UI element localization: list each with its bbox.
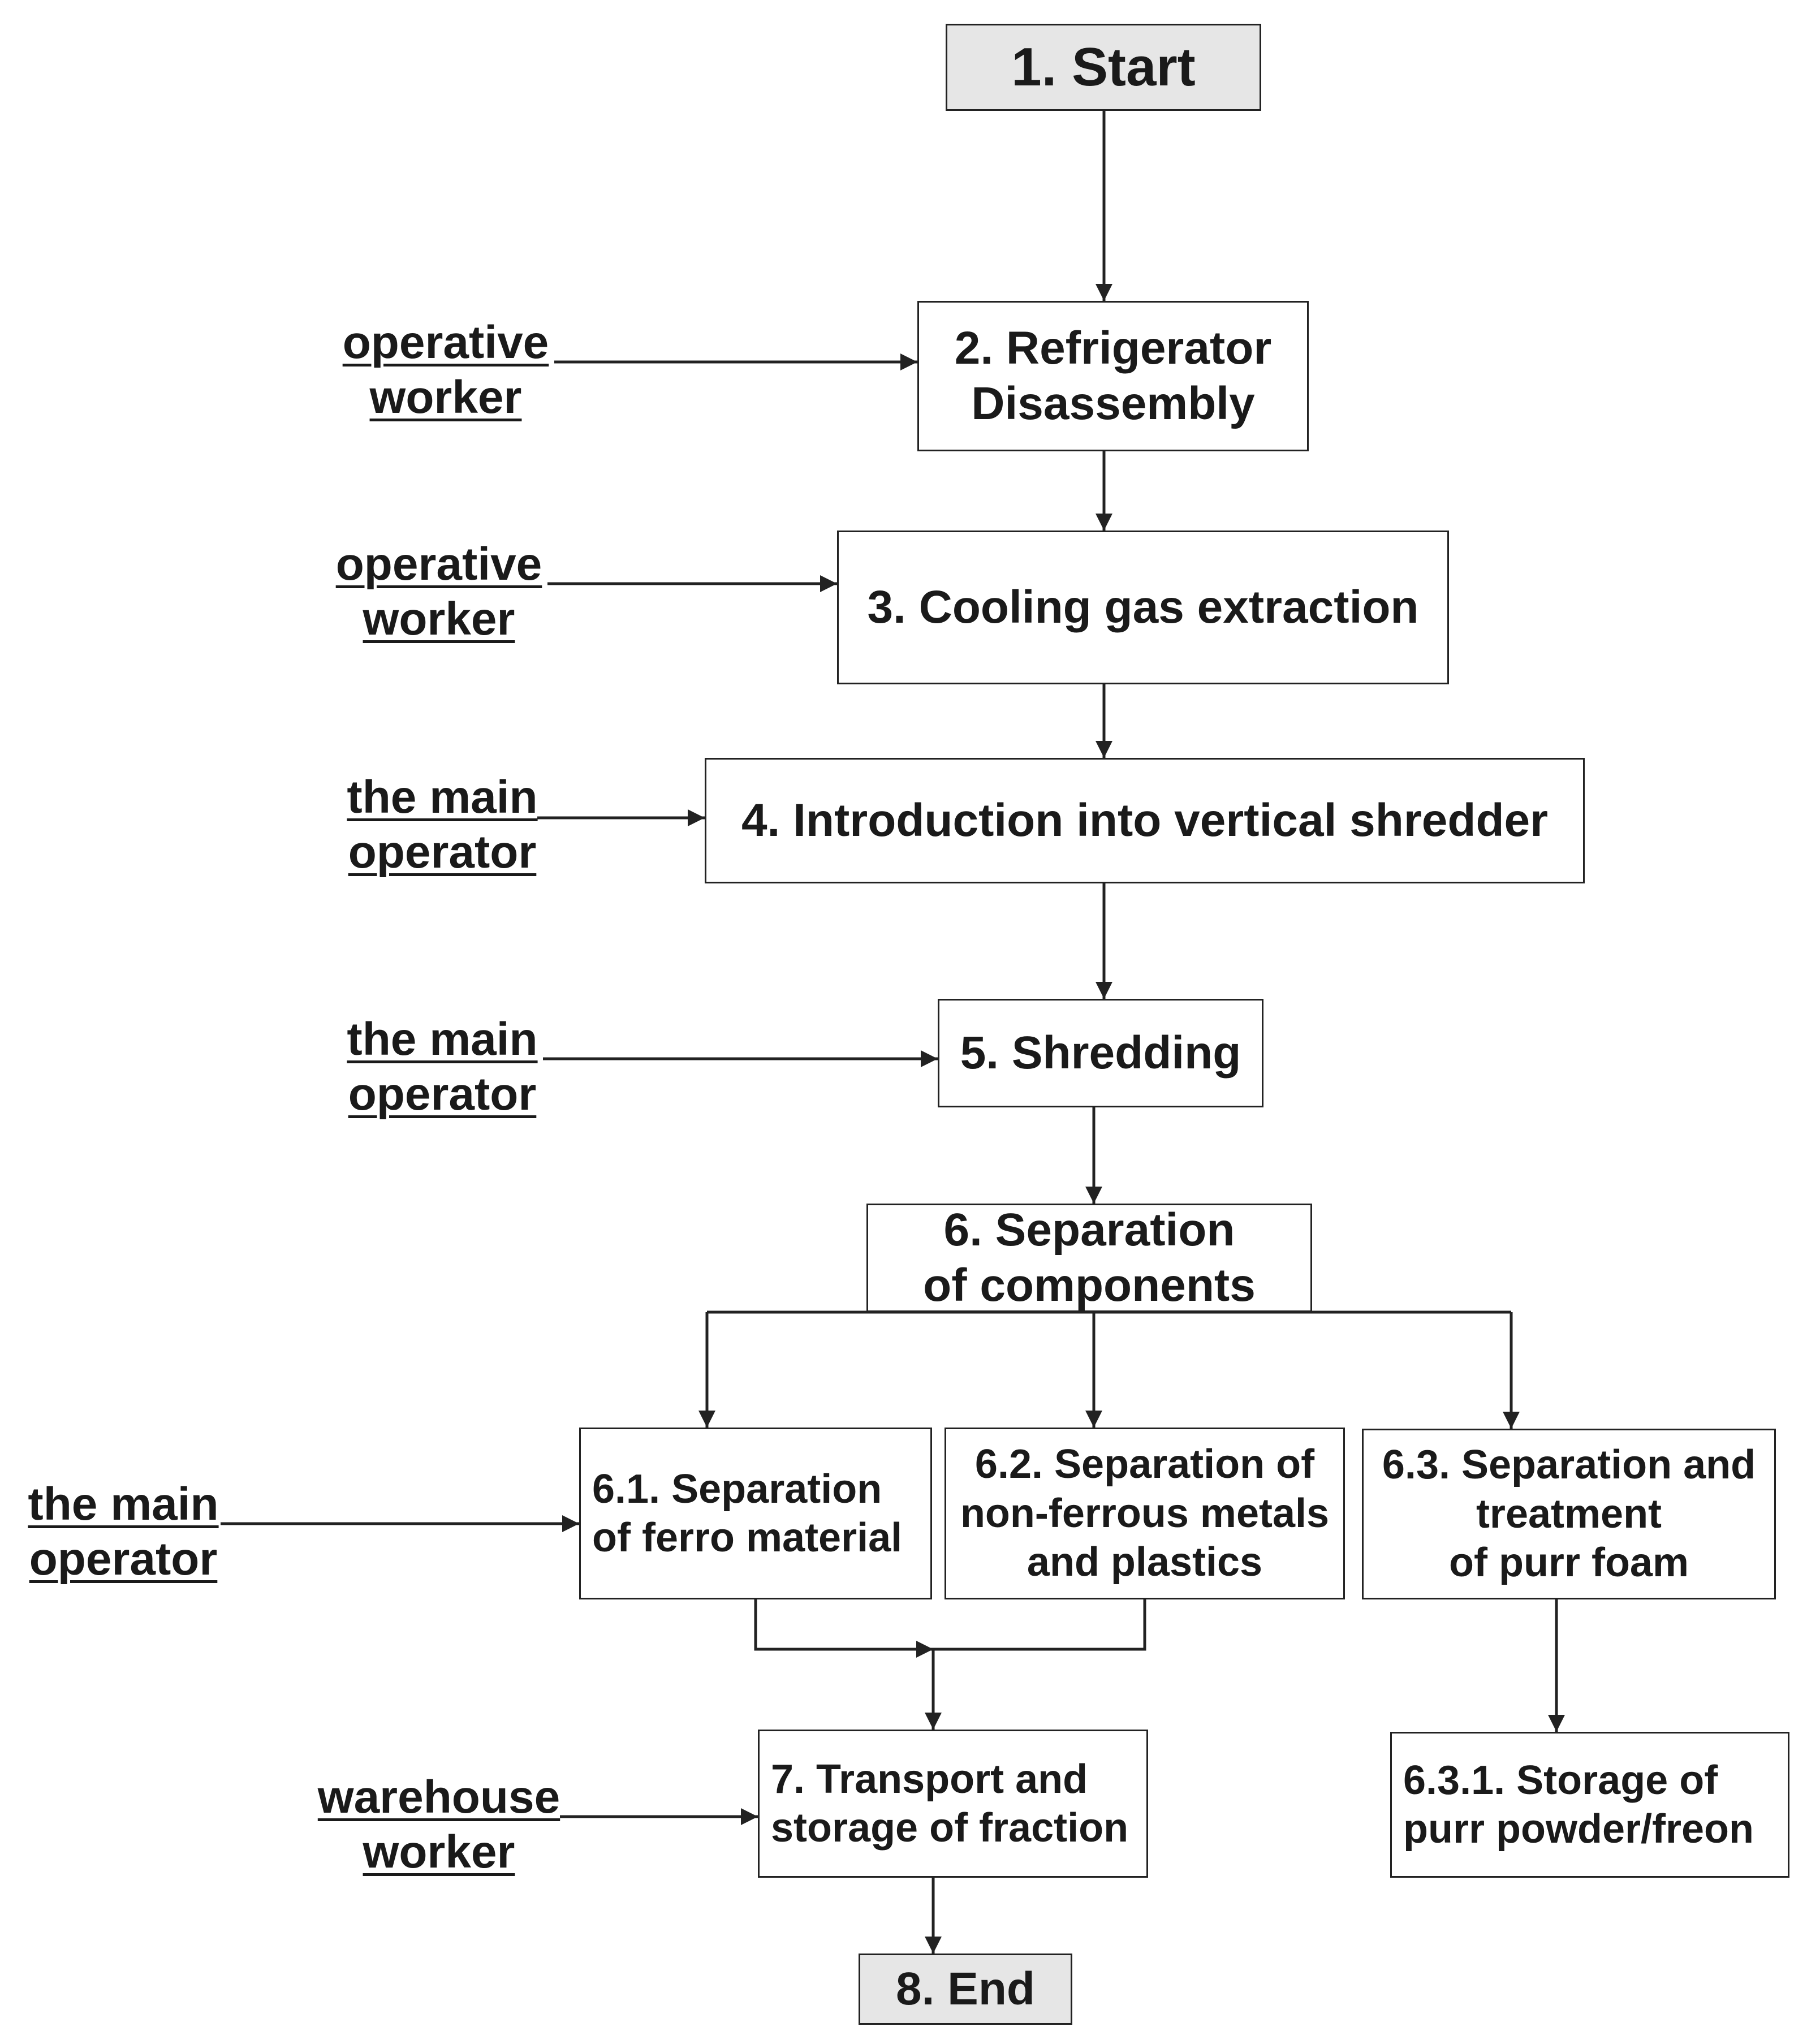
label-line: 7. Transport and <box>771 1756 1088 1802</box>
cooling-gas-extraction-node: 3. Cooling gas extraction <box>837 531 1449 684</box>
label-line: treatment <box>1476 1491 1662 1537</box>
label-line: purr powder/freon <box>1403 1806 1754 1852</box>
label-line: 1. Start <box>1011 37 1196 98</box>
label-line: 5. Shredding <box>960 1027 1241 1079</box>
label-line: and plastics <box>1027 1540 1263 1585</box>
label-line: worker <box>369 371 522 423</box>
label-line: the main <box>347 1014 538 1065</box>
label-line: of components <box>923 1260 1256 1311</box>
label-line: 6.1. Separation <box>592 1466 882 1512</box>
label-line: operator <box>29 1533 218 1585</box>
label-line: 6.3.1. Storage of <box>1403 1757 1718 1803</box>
label-line: operator <box>348 1068 537 1120</box>
label-line: 6.3. Separation and <box>1382 1442 1756 1488</box>
label-line: operator <box>348 826 537 878</box>
label-line: worker <box>363 593 515 645</box>
label-line: 3. Cooling gas extraction <box>867 581 1419 633</box>
introduction-into-shredder-node: 4. Introduction into vertical shredder <box>705 758 1585 883</box>
label-line: warehouse <box>317 1771 560 1823</box>
label-line: of ferro material <box>592 1515 903 1560</box>
label-line: worker <box>363 1826 515 1878</box>
label-line: of purr foam <box>1449 1540 1689 1586</box>
label-line: the main <box>347 771 538 823</box>
shredding-node: 5. Shredding <box>938 999 1263 1107</box>
start-node: 1. Start <box>946 24 1261 111</box>
label-line: storage of fraction <box>771 1805 1129 1851</box>
label-line: operative <box>335 538 542 590</box>
label-line: 4. Introduction into vertical shredder <box>741 794 1549 846</box>
label-line: 2. Refrigerator <box>954 322 1272 374</box>
label-line: Disassembly <box>971 378 1255 429</box>
label-line: 6. Separation <box>943 1204 1235 1256</box>
end-node: 8. End <box>859 1954 1072 2025</box>
label-line: non-ferrous metals <box>960 1490 1330 1536</box>
label-line: the main <box>28 1478 219 1530</box>
label-line: 8. End <box>895 1963 1036 2015</box>
label-line: operative <box>342 317 549 368</box>
label-line: 6.2. Separation of <box>974 1442 1315 1487</box>
edge-ferro-merge <box>754 1599 933 1658</box>
edge-nonferrous-merge <box>933 1599 1146 1651</box>
